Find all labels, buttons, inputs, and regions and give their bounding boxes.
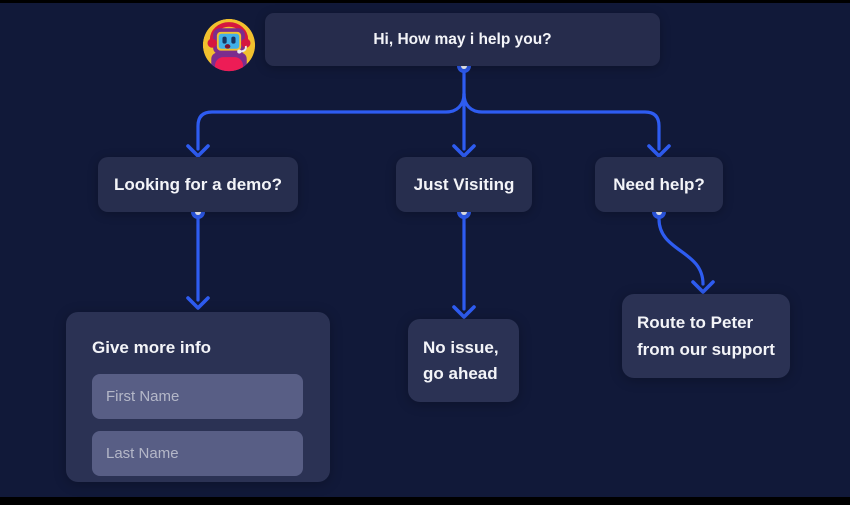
arrowhead-icon [186,144,210,158]
node-route-to-peter[interactable]: Route to Peter from our support [622,294,790,378]
node-label-line: go ahead [423,363,498,383]
robot-avatar [201,17,257,73]
node-give-more-info-form[interactable]: Give more info [66,312,330,482]
connector-help-to-route [657,217,705,286]
arrowhead-icon [452,144,476,158]
node-label: Looking for a demo? [113,174,283,194]
bottom-letterbox-bar [0,497,850,505]
connector-branch-right [462,92,661,151]
node-label-line: Route to Peter [637,313,754,332]
node-need-help[interactable]: Need help? [595,157,723,212]
node-label-line: No issue, [423,337,499,357]
arrowhead-icon [186,296,210,310]
node-label-line: from our support [637,340,775,359]
last-name-input[interactable] [92,431,303,476]
top-letterbox-bar [0,0,850,3]
root-message-text: Hi, How may i help you? [373,30,552,48]
node-no-issue[interactable]: No issue, go ahead [408,319,519,402]
node-just-visiting[interactable]: Just Visiting [396,157,532,212]
node-looking-for-demo[interactable]: Looking for a demo? [98,157,298,212]
robot-avatar-icon [202,18,256,72]
arrowhead-icon [647,144,671,158]
node-root-message[interactable]: Hi, How may i help you? [265,13,660,66]
arrowhead-icon [452,305,476,319]
arrowhead-icon [691,280,715,294]
form-title: Give more info [92,338,212,357]
node-label: Just Visiting [413,174,515,194]
first-name-input[interactable] [92,374,303,419]
node-label: Need help? [613,174,705,194]
connector-branch-left [196,92,466,151]
